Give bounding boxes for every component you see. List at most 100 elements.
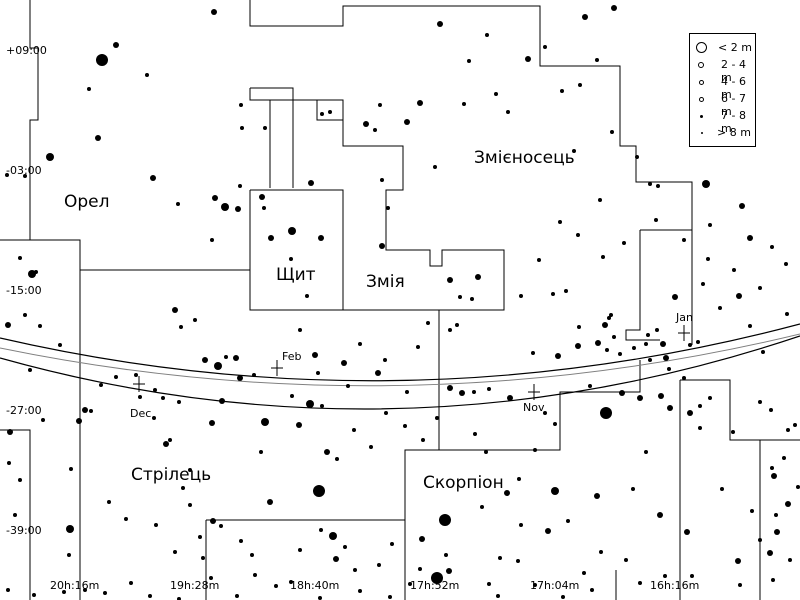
star [388, 595, 392, 599]
star [373, 128, 377, 132]
star [198, 535, 202, 539]
star [305, 294, 309, 298]
star [377, 563, 381, 567]
star [607, 316, 611, 320]
star [235, 206, 241, 212]
star [448, 328, 452, 332]
dec-label: -15:00 [6, 284, 42, 297]
star [750, 509, 754, 513]
star [113, 42, 119, 48]
star [41, 418, 45, 422]
star [421, 438, 425, 442]
star [66, 525, 74, 533]
star [103, 591, 107, 595]
star [718, 306, 722, 310]
star [473, 432, 477, 436]
star [758, 286, 762, 290]
star [76, 418, 82, 424]
star [622, 241, 626, 245]
star [590, 588, 594, 592]
star [316, 371, 320, 375]
star [83, 588, 87, 592]
star [168, 438, 172, 442]
star [341, 360, 347, 366]
star [375, 370, 381, 376]
star [318, 235, 324, 241]
star [706, 257, 710, 261]
legend-row: < 2 m [690, 39, 755, 56]
star [5, 322, 11, 328]
star [732, 268, 736, 272]
star [379, 243, 385, 249]
star [774, 529, 780, 535]
stars [5, 5, 800, 600]
star [154, 523, 158, 527]
star [519, 294, 523, 298]
star [545, 528, 551, 534]
star [788, 558, 792, 562]
star [769, 408, 773, 412]
star [201, 556, 205, 560]
star [698, 404, 702, 408]
star [263, 126, 267, 130]
star [308, 180, 314, 186]
star [601, 255, 605, 259]
star [6, 588, 10, 592]
star [129, 581, 133, 585]
dec-label: -03:00 [6, 164, 42, 177]
star [209, 420, 215, 426]
star [446, 568, 452, 574]
star [458, 295, 462, 299]
star [663, 574, 667, 578]
star [595, 340, 601, 346]
star [658, 393, 664, 399]
star [602, 322, 608, 328]
star [785, 501, 791, 507]
star [18, 256, 22, 260]
constellation-label-sagittarius: Стрілець [131, 465, 212, 485]
star [252, 373, 256, 377]
star [638, 581, 642, 585]
star [447, 277, 453, 283]
star [533, 583, 537, 587]
star [212, 195, 218, 201]
star [558, 220, 562, 224]
star [611, 5, 617, 11]
star [153, 388, 157, 392]
magnitude-legend: < 2 m 2 - 4 m 4 - 6 m 6 - 7 m 7 - 8 m > … [689, 33, 756, 147]
star [578, 83, 582, 87]
constellation-boundary [249, 88, 290, 101]
star [418, 567, 422, 571]
star [188, 468, 192, 472]
legend-row: > 8 m [690, 124, 755, 141]
star [358, 342, 362, 346]
star [576, 233, 580, 237]
star [404, 119, 410, 125]
ra-label: 20h:16m [50, 579, 100, 592]
star [435, 416, 439, 420]
star [572, 149, 576, 153]
star [386, 206, 390, 210]
star [358, 589, 362, 593]
legend-label: < 2 m [718, 41, 752, 54]
star [582, 571, 586, 575]
star [598, 198, 602, 202]
star [644, 342, 648, 346]
constellation-label-aquila: Орел [64, 192, 110, 212]
star [353, 568, 357, 572]
star [635, 155, 639, 159]
star [720, 487, 724, 491]
star [599, 550, 603, 554]
constellation-boundary [0, 239, 81, 600]
star [648, 358, 652, 362]
star [267, 499, 273, 505]
star [363, 121, 369, 127]
star [525, 56, 531, 62]
star [467, 59, 471, 63]
star [631, 487, 635, 491]
constellation-boundary [250, 99, 271, 188]
star [758, 400, 762, 404]
star [124, 517, 128, 521]
star [318, 596, 322, 600]
legend-medium-star-icon [699, 79, 704, 85]
